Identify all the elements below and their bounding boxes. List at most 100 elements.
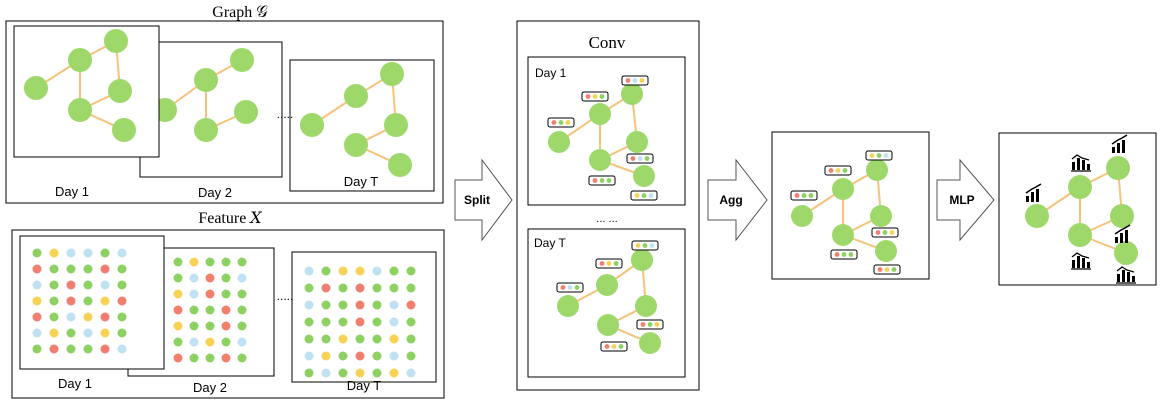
conv-feature-tags-day1 — [547, 75, 658, 201]
feature-tag — [824, 165, 852, 176]
bar-chart-icon — [1116, 266, 1136, 284]
graph-node — [1114, 241, 1138, 265]
feature-dot — [173, 353, 183, 363]
agg-arrow: Agg — [707, 158, 768, 242]
graph-node — [194, 68, 218, 92]
graph-node — [870, 205, 892, 227]
feature-dot — [189, 289, 199, 299]
feature-dot — [389, 351, 399, 361]
graph-node — [300, 113, 324, 137]
feature-dot — [49, 312, 59, 322]
feature-dot — [355, 368, 365, 378]
feature-dot — [189, 321, 199, 331]
graph-title: Graph 𝒢 — [212, 4, 268, 21]
feature-dot — [32, 296, 42, 306]
feature-dot — [372, 334, 382, 344]
feature-dot — [338, 368, 348, 378]
feature-dot — [221, 305, 231, 315]
feature-dot — [32, 328, 42, 338]
feature-dot — [321, 300, 331, 310]
feature-dot — [338, 317, 348, 327]
feature-dot — [237, 257, 247, 267]
graph-node — [875, 240, 897, 262]
feature-dot — [304, 351, 314, 361]
output-icons — [1025, 134, 1136, 284]
feature-dot — [83, 296, 93, 306]
feature-dot — [338, 283, 348, 293]
graph-node — [230, 48, 254, 72]
feature-dot — [389, 266, 399, 276]
feature-dot — [49, 296, 59, 306]
feature-dot — [304, 283, 314, 293]
agg-label: Agg — [719, 193, 742, 207]
feature-dot — [304, 266, 314, 276]
bar-chart-icon — [1071, 252, 1091, 270]
feature-dot — [237, 353, 247, 363]
feature-dot — [321, 351, 331, 361]
feature-dot — [389, 317, 399, 327]
conv-ellipsis: ... ... — [596, 213, 617, 225]
feature-tag — [865, 150, 893, 161]
graph-node — [104, 29, 128, 53]
feature-dot — [406, 266, 416, 276]
feature-dot — [338, 266, 348, 276]
feature-dot — [372, 351, 382, 361]
feature-dot — [66, 248, 76, 258]
feature-dot — [321, 283, 331, 293]
feature-dot — [189, 353, 199, 363]
conv-title: Conv — [589, 33, 626, 52]
feature-dot — [372, 300, 382, 310]
feature-dot — [49, 248, 59, 258]
graph-node — [1025, 204, 1049, 228]
feature-dot — [406, 334, 416, 344]
feature-dot — [205, 257, 215, 267]
feature-dot — [83, 344, 93, 354]
graph-node — [380, 62, 404, 86]
feature-dot — [189, 273, 199, 283]
graph-node — [108, 79, 132, 103]
feature-dot — [66, 296, 76, 306]
graph-node — [866, 159, 888, 181]
feature-dot — [32, 280, 42, 290]
graph-node — [344, 84, 368, 108]
feature-dot — [406, 368, 416, 378]
feature-dot — [221, 353, 231, 363]
feature-tag — [790, 190, 818, 201]
feature-dot — [173, 337, 183, 347]
feature-dot — [389, 283, 399, 293]
feature-tag — [621, 75, 649, 86]
feature-dot — [66, 280, 76, 290]
feature-dot — [205, 305, 215, 315]
bar-chart-icon — [1025, 183, 1042, 202]
agg-feature-tags — [790, 150, 901, 275]
feature-dot — [205, 289, 215, 299]
feature-dot — [221, 257, 231, 267]
graph-node — [635, 295, 657, 317]
feature-dot — [338, 300, 348, 310]
feature-tag — [873, 264, 901, 275]
mlp-label: MLP — [949, 193, 974, 207]
feature-day2-label: Day 2 — [193, 380, 227, 395]
graph-node — [24, 76, 48, 100]
feature-dot — [66, 312, 76, 322]
feature-dot — [406, 317, 416, 327]
feature-dot — [355, 266, 365, 276]
graph-node — [633, 165, 655, 187]
feature-ellipsis: ..... — [277, 289, 294, 303]
feature-dot — [205, 337, 215, 347]
feature-dot — [237, 305, 247, 315]
feature-tag — [547, 117, 575, 128]
feature-dot — [205, 353, 215, 363]
feature-dot — [321, 368, 331, 378]
graph-card-dayT — [289, 59, 435, 192]
feature-dot — [32, 312, 42, 322]
feature-dot — [117, 296, 127, 306]
bar-chart-icon — [1114, 224, 1131, 243]
graph-node — [388, 153, 412, 177]
feature-dot — [100, 280, 110, 290]
feature-dot — [338, 334, 348, 344]
feature-matrix-dayT — [304, 266, 416, 378]
conv-dayT-label: Day T — [534, 236, 566, 250]
feature-tag — [631, 240, 659, 251]
feature-dot — [117, 264, 127, 274]
